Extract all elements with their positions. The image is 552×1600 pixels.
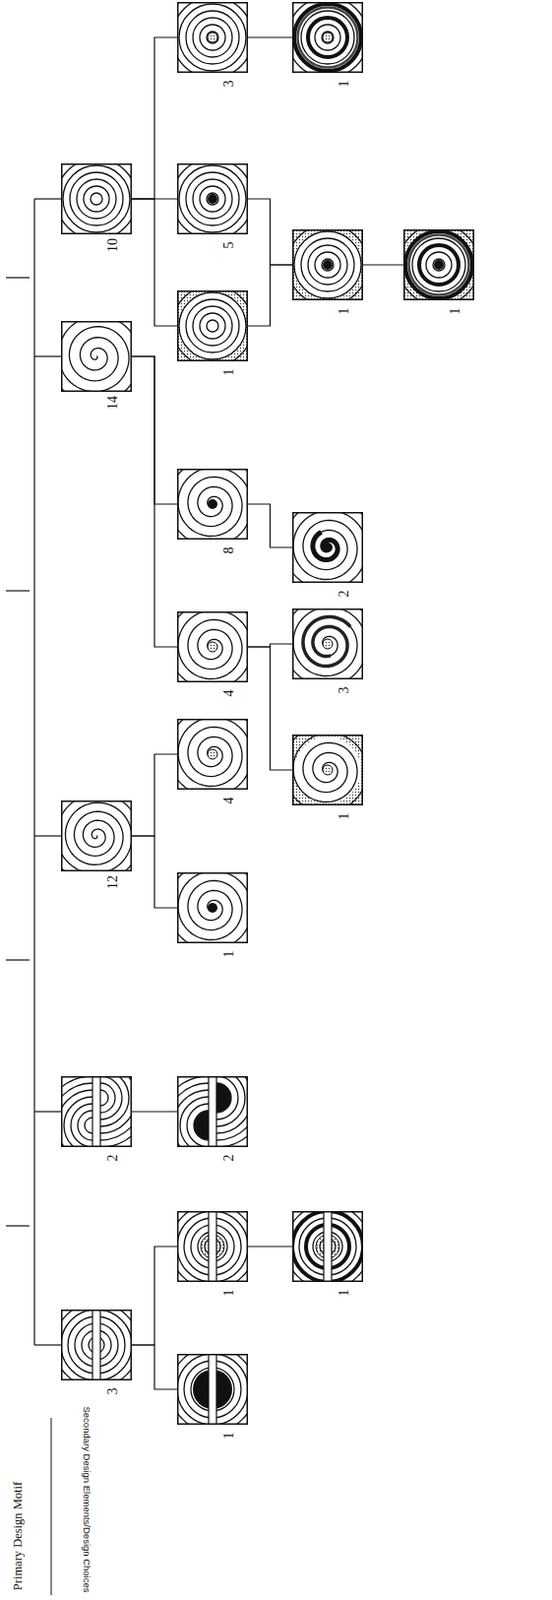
tree-branch: [131, 198, 178, 326]
motif-illustration: [292, 1210, 364, 1282]
motif-box: 1: [292, 1210, 364, 1282]
motif-box: 1: [292, 1, 364, 73]
axis-divider: [51, 1416, 53, 1595]
motif-illustration: [177, 718, 248, 790]
motif-illustration: [177, 290, 248, 362]
motif-illustration: [61, 1075, 132, 1147]
motif-box: 1: [292, 734, 364, 805]
tree-branch: [131, 1344, 178, 1389]
count-number: 1: [220, 363, 239, 381]
motif-box: 14: [61, 320, 132, 392]
motif-box: 1: [177, 1352, 248, 1424]
motif-box: 4: [177, 718, 248, 790]
count-number: 1: [335, 1283, 354, 1301]
motif-box: 1: [177, 1210, 248, 1282]
motif-illustration: [177, 1075, 248, 1147]
tree-branch: [247, 646, 293, 770]
motif-illustration: [177, 871, 248, 943]
motif-box: 4: [177, 611, 248, 682]
count-number: 1: [220, 944, 239, 963]
motif-box: 2: [292, 511, 364, 583]
motif-box: 1: [403, 229, 475, 301]
motif-box: 2: [177, 1075, 248, 1147]
count-number: 3: [104, 1381, 123, 1400]
tree-branch: [363, 263, 404, 265]
motif-box: 3: [292, 608, 364, 679]
tree-branch: [247, 1244, 293, 1246]
motif-illustration: [61, 799, 132, 871]
motif-illustration: [177, 468, 248, 540]
motif-box: 1: [292, 229, 364, 301]
count-number: 1: [220, 1283, 239, 1301]
motif-illustration: [177, 1, 248, 73]
tree-branch: [131, 835, 178, 908]
motif-box: 10: [61, 163, 132, 235]
count-number: 4: [220, 791, 239, 809]
tree-branch: [131, 753, 178, 836]
count-number: 4: [220, 683, 239, 702]
count-number: 1: [446, 302, 465, 320]
motif-box: 3: [61, 1308, 132, 1380]
count-number: 2: [335, 584, 354, 603]
tree-branch: [131, 1245, 178, 1345]
tree-branch: [247, 36, 293, 38]
count-number: 2: [220, 1148, 239, 1166]
count-number: 3: [335, 680, 354, 699]
motif-illustration: [292, 734, 364, 805]
axis-label: Primary Design Motif: [10, 1480, 26, 1590]
motif-illustration: [292, 229, 364, 301]
motif-illustration: [177, 611, 248, 682]
motif-box: 1: [177, 871, 248, 943]
count-number: 10: [104, 236, 123, 254]
motif-illustration: [177, 1352, 248, 1424]
tree-branch: [131, 1109, 178, 1111]
motif-illustration: [403, 229, 475, 301]
count-number: 1: [335, 74, 354, 93]
group-tick: [5, 277, 30, 1226]
motif-illustration: [177, 1210, 248, 1282]
motif-illustration: [61, 163, 132, 235]
motif-box: 2: [61, 1075, 132, 1147]
tree-branch: [247, 198, 293, 265]
count-number: 5: [220, 236, 239, 254]
count-number: 1: [335, 302, 354, 320]
motif-illustration: [177, 163, 248, 235]
motif-box: 8: [177, 468, 248, 540]
tree-branch: [131, 37, 178, 199]
root-spine: [34, 198, 62, 1345]
motif-illustration: [61, 1308, 132, 1380]
motif-illustration: [292, 511, 364, 583]
axis-label: Secondary Design Elements/Design Choices: [81, 1405, 93, 1592]
motif-illustration: [292, 608, 364, 679]
motif-box: 5: [177, 163, 248, 235]
count-number: 14: [104, 393, 123, 412]
motif-illustration: [292, 1, 364, 73]
tree-branch: [247, 503, 293, 548]
count-number: 12: [104, 872, 123, 891]
count-number: 8: [220, 541, 239, 559]
count-number: 3: [220, 74, 239, 93]
tree-branch: [131, 356, 178, 647]
motif-box: 12: [61, 799, 132, 871]
count-number: 1: [220, 1425, 239, 1444]
motif-box: 1: [177, 290, 248, 362]
motif-illustration: [61, 320, 132, 392]
motif-box: 3: [177, 1, 248, 73]
tree-branch: [247, 264, 293, 326]
count-number: 1: [335, 806, 354, 825]
count-number: 2: [104, 1148, 123, 1166]
